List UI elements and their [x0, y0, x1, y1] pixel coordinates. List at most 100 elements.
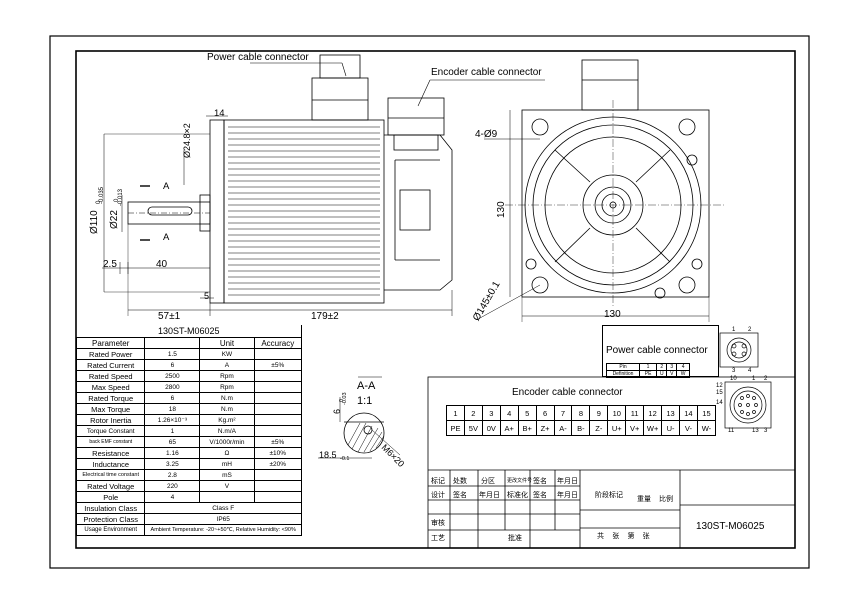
tb-date2: 年月日: [479, 491, 500, 499]
pin-definition: 0V: [481, 420, 501, 436]
param-value: Class F: [144, 502, 302, 514]
param-name: Rated Torque: [75, 392, 146, 404]
dim-130-horizontal: 130: [604, 309, 621, 320]
encoder-face-pin: 2: [764, 376, 768, 382]
param-header-value: [144, 337, 201, 349]
pin-number: 12: [643, 405, 663, 421]
dim-110: Ø110: [89, 210, 100, 234]
pin-number: 1: [638, 363, 658, 371]
pin-definition: A+: [499, 420, 519, 436]
section-aa-scale: 1:1: [357, 395, 373, 407]
tb-change-doc: 更改文件号: [507, 478, 533, 484]
tb-sheets: 共 张 第 张: [597, 532, 650, 540]
param-unit: V: [199, 480, 255, 492]
encoder-face-pin: 3: [764, 428, 768, 434]
param-accuracy: [253, 480, 303, 492]
pin-number: 14: [678, 405, 698, 421]
power-face-pin-2: 2: [748, 327, 752, 333]
param-name: Usage Environment: [75, 524, 146, 536]
tb-standard: 标准化: [507, 491, 528, 499]
tb-design: 设计: [431, 491, 445, 499]
tb-date3: 年月日: [557, 491, 578, 499]
pin-number: 7: [553, 405, 573, 421]
pin-number: 8: [571, 405, 591, 421]
param-accuracy: [253, 414, 303, 426]
param-table-title: 130ST-M06025: [76, 325, 302, 338]
encoder-face-pin: 12: [716, 383, 723, 389]
tb-sign2: 签名: [533, 491, 547, 499]
pin-number: 13: [661, 405, 680, 421]
pin-number: 4: [676, 363, 690, 371]
motor-front-view: [479, 59, 725, 322]
param-header-unit: Unit: [199, 337, 255, 349]
section-marker-top: A: [163, 181, 170, 192]
param-value: 65: [144, 436, 201, 448]
param-accuracy: [253, 491, 303, 503]
param-value: 2500: [144, 370, 201, 382]
dim-110-tol-lower: -0.035: [99, 186, 105, 204]
param-value: 1.5: [144, 348, 201, 360]
param-value: 3.25: [144, 458, 201, 470]
param-unit: N.m/A: [199, 425, 255, 437]
tb-approve: 批准: [508, 534, 522, 542]
param-accuracy: [253, 425, 303, 437]
param-accuracy: [253, 392, 303, 404]
pin-number: 1: [446, 405, 465, 421]
tb-signature: 签名: [533, 477, 547, 485]
pin-number: 6: [535, 405, 555, 421]
pin-number: 4: [499, 405, 519, 421]
param-unit: mH: [199, 458, 255, 470]
param-unit: KW: [199, 348, 255, 360]
dim-14: 14: [214, 108, 225, 119]
pin-definition: W+: [643, 420, 663, 436]
param-value: 2800: [144, 381, 201, 393]
encoder-connector-label: Encoder cable connector: [431, 67, 542, 78]
pin-definition: V: [666, 370, 678, 378]
dim-130-vertical: 130: [496, 201, 507, 218]
pin-definition: W-: [696, 420, 717, 436]
pin-definition: B-: [571, 420, 591, 436]
param-unit: Ω: [199, 447, 255, 459]
param-name: Resistance: [75, 447, 146, 459]
pin-definition: U+: [607, 420, 627, 436]
param-name: Protection Class: [75, 513, 146, 525]
param-value: IP65: [144, 513, 302, 525]
tb-review: 审核: [431, 519, 445, 527]
param-unit: A: [199, 359, 255, 371]
tb-sign: 签名: [453, 491, 467, 499]
dim-22: Ø22: [109, 210, 120, 229]
param-accuracy: [253, 381, 303, 393]
param-name: Max Torque: [75, 403, 146, 415]
param-header-parameter: Parameter: [75, 337, 146, 349]
motor-side-view: [102, 54, 545, 316]
power-face-pin-1: 1: [732, 327, 736, 333]
param-name: Electrical time constant: [75, 469, 146, 481]
param-value: Ambient Temperature: -20~+50℃, Relative …: [144, 524, 302, 536]
dim-179: 179±2: [311, 311, 339, 322]
pin-definition: W: [676, 370, 690, 378]
pin-definition: PE: [446, 420, 465, 436]
pin-definition: V-: [678, 420, 698, 436]
tb-ratio: 比例: [659, 495, 673, 503]
encoder-connector-face: [724, 381, 772, 429]
param-unit: N.m: [199, 392, 255, 404]
tb-model: 130ST-M06025: [696, 521, 765, 532]
tb-mark: 标记: [431, 477, 445, 485]
encoder-face-pin: 14: [716, 400, 723, 406]
param-name: Rated Power: [75, 348, 146, 360]
param-value: 220: [144, 480, 201, 492]
dim-57: 57±1: [158, 311, 181, 322]
